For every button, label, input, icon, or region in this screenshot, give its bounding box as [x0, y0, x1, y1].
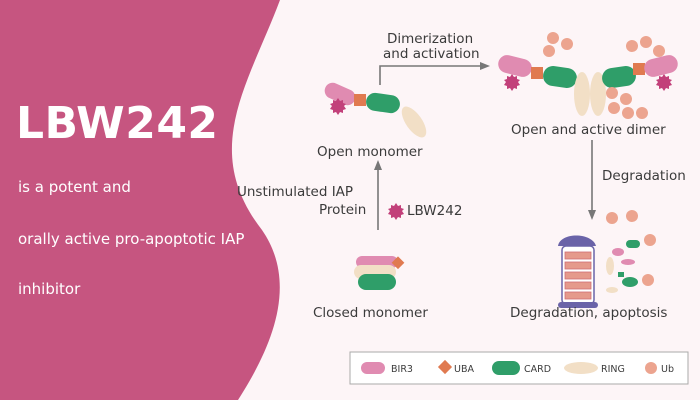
ring-domain-icon — [564, 362, 598, 374]
uba-domain — [391, 256, 405, 270]
proteasome-rings — [564, 251, 592, 300]
card-domain — [358, 274, 396, 290]
degradation-label: Degradation — [602, 168, 686, 184]
arrowheads — [374, 62, 596, 220]
legend-label-ub: Ub — [661, 364, 674, 375]
proteasome-ring — [564, 251, 592, 260]
ubiquitin — [608, 102, 620, 114]
legend-label-bir3: BIR3 — [391, 364, 413, 375]
open-monomer — [324, 82, 427, 138]
ubiquitin — [644, 234, 656, 246]
degradation-apoptosis-label: Degradation, apoptosis — [510, 305, 667, 321]
degraded-fragments — [606, 240, 640, 293]
ubiquitin — [653, 45, 665, 57]
ubiquitin — [642, 274, 654, 286]
unstimulated-label-line2: Protein — [319, 202, 366, 218]
card-domain-icon — [492, 361, 520, 375]
card-domain — [366, 92, 400, 114]
ring-domain — [574, 72, 590, 116]
card-domain — [602, 66, 636, 88]
fragment — [618, 272, 624, 277]
open-monomer-label: Open monomer — [317, 144, 423, 160]
lbw242-drug-icon — [504, 74, 520, 91]
proteasome-cap — [558, 235, 596, 246]
ubiquitin — [547, 32, 559, 44]
page-title: LBW242 — [16, 98, 219, 149]
legend-label-card: CARD — [524, 364, 551, 375]
activation-arrowhead — [374, 160, 382, 170]
lbw242-drug-icon — [656, 74, 672, 91]
ubiquitin-cluster — [543, 32, 665, 119]
fragment — [612, 248, 624, 256]
proteasome-ring — [564, 271, 592, 280]
description-line-2: orally active pro-apoptotic IAP — [18, 230, 245, 248]
lbw242-drug-icon — [330, 98, 346, 115]
ubiquitin-icon — [645, 362, 657, 374]
uba-domain-icon — [437, 359, 453, 375]
uba-domain — [531, 67, 543, 79]
legend-label-ring: RING — [601, 364, 625, 375]
description-line-3: inhibitor — [18, 280, 81, 298]
dimerization-arrow — [379, 65, 480, 85]
open-active-dimer-label: Open and active dimer — [511, 122, 666, 138]
ubiquitin — [622, 107, 634, 119]
lbw242-marker-icon — [388, 203, 404, 220]
closed-monomer-label: Closed monomer — [313, 305, 428, 321]
fragment — [606, 257, 614, 275]
ubiquitin — [640, 36, 652, 48]
legend: BIR3 UBA CARD RING Ub — [349, 351, 689, 385]
bir3-domain — [324, 82, 356, 106]
fragment — [622, 277, 638, 287]
unstimulated-label-line1: Unstimulated IAP — [237, 184, 353, 200]
ubiquitin — [606, 212, 618, 224]
ubiquitin — [561, 38, 573, 50]
ubiquitin — [626, 40, 638, 52]
diagram-labels: Dimerization and activation Open and act… — [237, 31, 686, 321]
uba-domain — [633, 63, 645, 75]
released-ubiquitin — [606, 210, 656, 286]
proteasome-degradation — [558, 210, 656, 308]
ubiquitin — [620, 93, 632, 105]
proteasome-ring — [564, 281, 592, 290]
bir3-domain — [644, 55, 678, 77]
proteasome-ring — [564, 261, 592, 270]
legend-label-uba: UBA — [454, 364, 474, 375]
lbw242-drug-label: LBW242 — [407, 203, 462, 219]
dimerization-label-line2: and activation — [383, 46, 480, 62]
open-active-dimer — [498, 32, 678, 119]
description-line-1: is a potent and — [18, 178, 131, 196]
fragment — [626, 240, 640, 248]
proteasome-base — [558, 302, 598, 308]
degradation-arrowhead — [588, 210, 596, 220]
ubiquitin — [606, 87, 618, 99]
ubiquitin — [626, 210, 638, 222]
ring-domain — [401, 106, 427, 138]
proteasome-ring — [564, 291, 592, 300]
ubiquitin — [543, 45, 555, 57]
bir3-domain — [498, 55, 532, 77]
left-accent-panel — [0, 0, 280, 400]
dimerization-label-line1: Dimerization — [387, 31, 473, 47]
ubiquitin — [636, 107, 648, 119]
closed-monomer — [354, 256, 405, 290]
ring-domain — [590, 72, 606, 116]
fragment — [606, 287, 618, 293]
arrow-group — [377, 65, 593, 230]
fragment — [621, 259, 635, 265]
dimerization-arrowhead — [480, 62, 490, 70]
card-domain — [543, 66, 577, 88]
bir3-domain-icon — [361, 362, 385, 374]
uba-domain — [354, 94, 366, 106]
